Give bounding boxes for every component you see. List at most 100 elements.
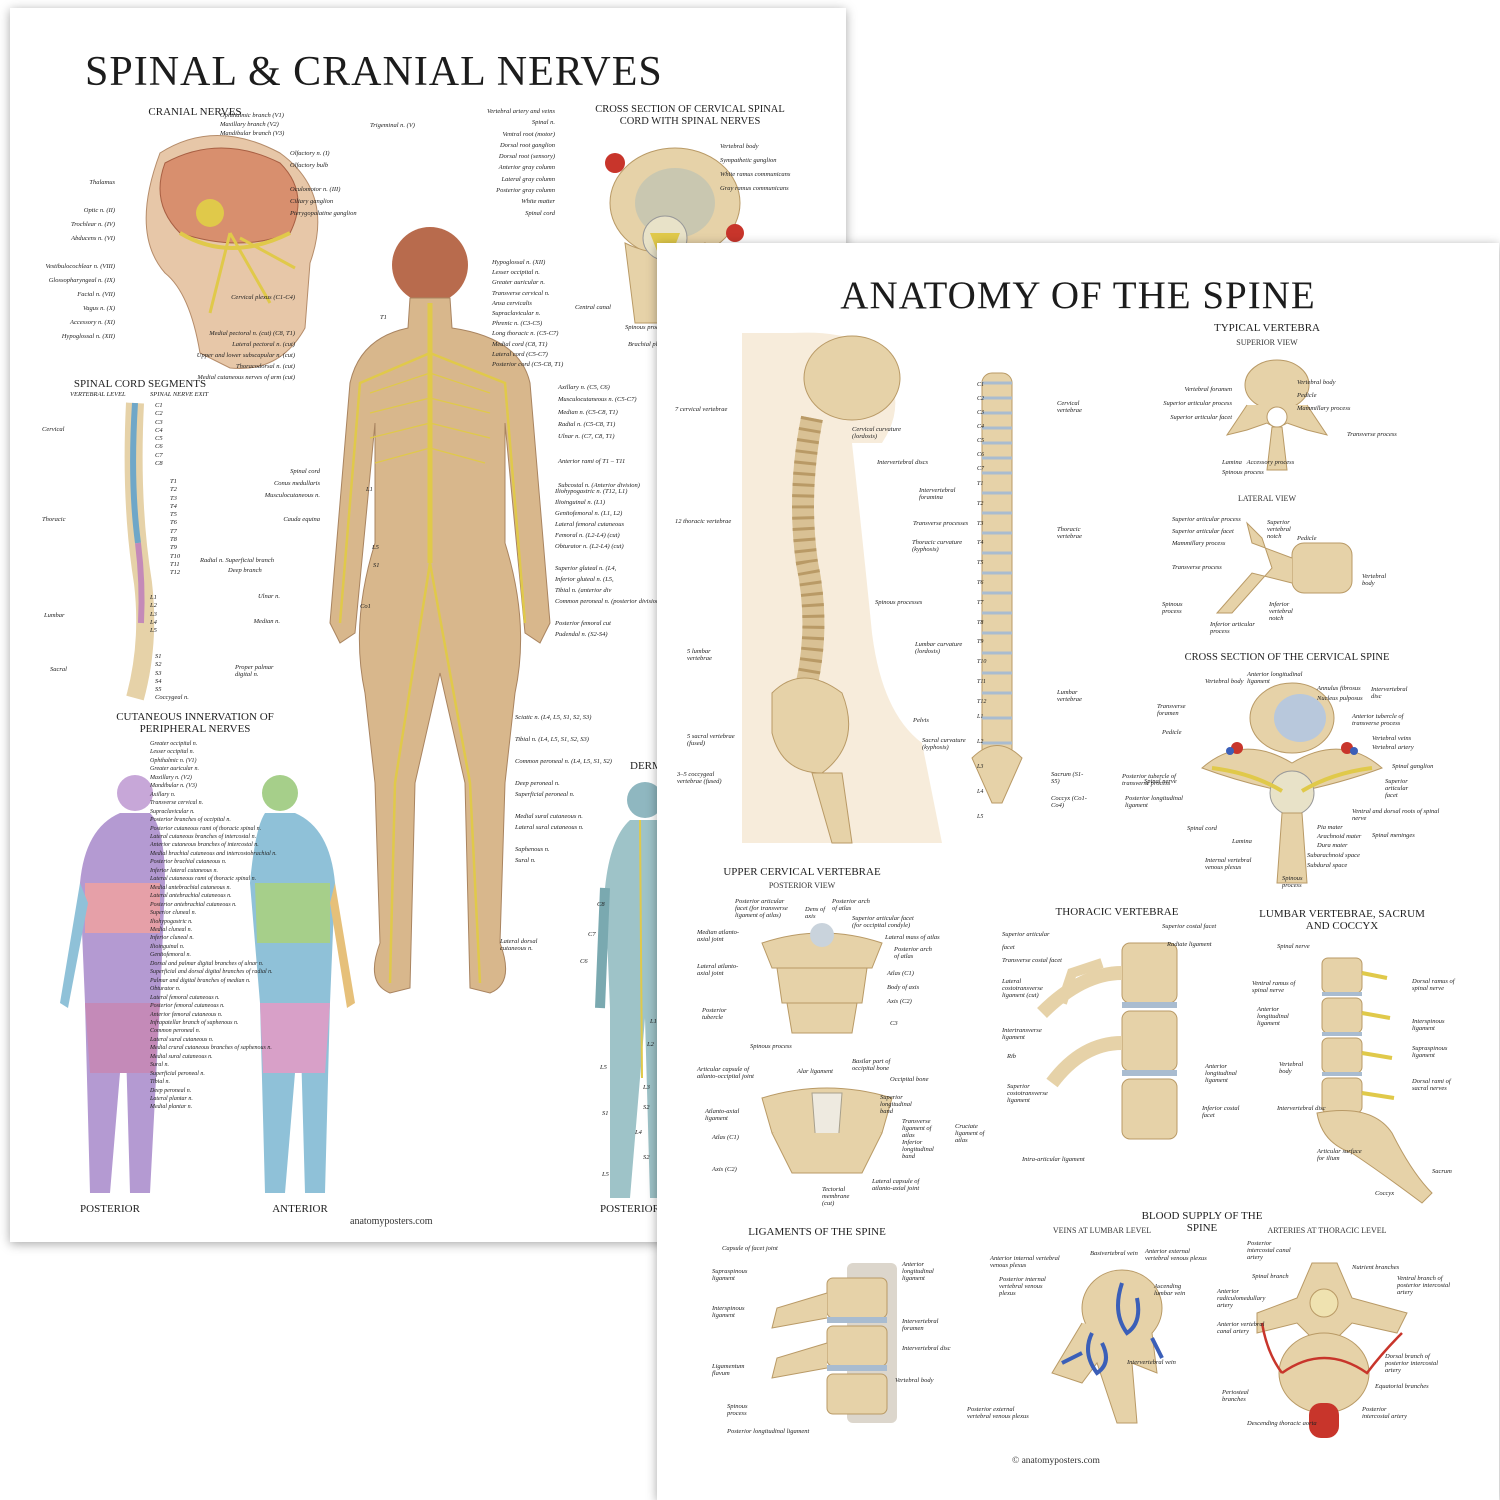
region-cervical: Cervical	[42, 426, 65, 433]
uc-lateral-capsule: Lateral capsule of atlanto-axial joint	[872, 1178, 920, 1192]
label-t1: T1	[380, 314, 387, 321]
region-lumbar: Lumbar	[44, 612, 65, 619]
uc-c3: C3	[890, 1020, 898, 1027]
vein-intervertebral: Intervertebral vein	[1127, 1359, 1176, 1366]
derm-l3: L3	[643, 1084, 650, 1091]
lumbar-coccyx: Coccyx	[1375, 1190, 1395, 1197]
side-spinous-processes: Spinous processes	[875, 599, 923, 606]
vein-basivertebral: Basivertebral vein	[1090, 1250, 1138, 1257]
derm-l5b: L5	[602, 1171, 609, 1178]
label-lateral-dorsal-cutaneous: Lateral dorsal cutaneous n.	[500, 938, 538, 952]
thoracic-radiate: Radiate ligament	[1167, 941, 1212, 948]
lateral-pedicle: Pedicle	[1297, 535, 1317, 542]
ligaments-illustration	[771, 1263, 897, 1423]
derm-c7: C7	[588, 931, 596, 938]
cc-intervertebral-disc: Intervertebral disc	[1371, 686, 1408, 700]
column-lumbar-vertebrae: Lumbar vertebrae	[1057, 689, 1082, 703]
cranial-labels-left: Thalamus Optic n. (II)Trochlear n. (IV)A…	[45, 179, 116, 340]
side-thoracic-curvature: Thoracic curvature (kyphosis)	[912, 539, 963, 553]
uc-dens: Dens of axis	[805, 906, 826, 920]
label-posterior-derm: POSTERIOR	[600, 1203, 660, 1215]
section-cross-section-cervical-spine: CROSS SECTION OF THE CERVICAL SPINE	[1184, 652, 1390, 663]
lig-spinous-process: Spinous process	[727, 1403, 748, 1417]
column-coccyx: Coccyx (Co1-Co4)	[1051, 795, 1087, 809]
uc-superior-band: Superior longitudinal band	[880, 1094, 912, 1115]
body-labels-right-arm: Axillary n. (C5, C6)Musculocutaneous n. …	[558, 384, 640, 490]
lateral-superior-notch: Superior vertebral notch	[1267, 519, 1291, 540]
spine-side-view-illustration	[742, 332, 942, 844]
vein-ascending-lumbar: Ascending lumbar vein	[1154, 1283, 1186, 1297]
thoracic-intertransverse: Intertransverse ligament	[1002, 1027, 1042, 1041]
uc-transverse-lig: Transverse ligament of atlas	[902, 1118, 932, 1139]
derm-l1: L1	[650, 1018, 657, 1025]
cutaneous-body-posterior	[60, 775, 165, 1193]
art-descending-aorta: Descending thoracic aorta	[1247, 1420, 1317, 1427]
label-l1: L1	[366, 486, 373, 493]
lateral-vertebral-body: Vertebral body	[1362, 573, 1387, 587]
uc-inferior-band: Inferior longitudinal band	[902, 1139, 934, 1160]
derm-s1: S1	[602, 1110, 609, 1117]
cc-posterior-longitudinal: Posterior longitudinal ligament	[1125, 795, 1183, 809]
uc-basilar: Basilar part of occipital bone	[852, 1058, 891, 1072]
cutaneous-body-anterior	[250, 775, 355, 1193]
typical-vertebra-lateral	[1215, 521, 1353, 614]
upper-cervical-ligaments-illustration	[761, 1087, 893, 1174]
right-credit: © anatomyposters.com	[1012, 1456, 1100, 1466]
lumbar-ventral-ramus: Ventral ramus of spinal nerve	[1252, 980, 1296, 994]
label-proper-palmar: Proper palmar digital n.	[235, 664, 274, 678]
thoracic-vertebrae-illustration	[1037, 942, 1178, 1140]
label-brachial-plexus: Brachial plexus	[628, 341, 669, 348]
uc-articular-capsule: Articular capsule of atlanto-occipital j…	[697, 1066, 754, 1080]
poster-title-spine: ANATOMY OF THE SPINE	[840, 274, 1316, 317]
lig-posterior-longitudinal: Posterior longitudinal ligament	[727, 1428, 810, 1435]
lumbar-articular-surface: Articular surface for ilium	[1317, 1148, 1362, 1162]
vertebral-level-header: VERTEBRAL LEVEL	[70, 391, 126, 398]
poster-anatomy-of-the-spine: ANATOMY OF THE SPINE 7 cervical vertebra…	[657, 243, 1499, 1500]
cc-spinal-meninges: Spinal meninges	[1372, 832, 1415, 839]
lateral-spinous-process: Spinous process	[1162, 601, 1183, 615]
lumbar-interspinous: Interspinous ligament	[1412, 1018, 1445, 1032]
section-blood-supply: BLOOD SUPPLY OF THE SPINE	[1141, 1210, 1263, 1234]
cc-vertebral-body: Vertebral body	[1205, 678, 1244, 685]
arteries-thoracic-label: ARTERIES AT THORACIC LEVEL	[1267, 1226, 1387, 1235]
arteries-thoracic-illustration	[1256, 1262, 1408, 1438]
section-lumbar-sacrum-coccyx: LUMBAR VERTEBRAE, SACRUM AND COCCYX	[1259, 908, 1425, 932]
thoracic-rib: Rib	[1007, 1053, 1017, 1060]
body-labels-left: Medial pectoral n. (cut) (C8, T1)Lateral…	[196, 330, 295, 381]
lumbar-supraspinous: Supraspinous ligament	[1412, 1045, 1448, 1059]
art-posterior-intercostal-canal: Posterior intercostal canal artery	[1247, 1240, 1291, 1261]
count-lumbar: 5 lumbar vertebrae	[687, 648, 712, 662]
cc-ventral-dorsal-roots: Ventral and dorsal roots of spinal nerve	[1352, 808, 1440, 822]
cc-spinal-cord: Spinal cord	[1187, 825, 1217, 832]
lig-flavum: Ligamentum flavum	[712, 1363, 745, 1377]
side-lumbar-curvature: Lumbar curvature (lordosis)	[915, 641, 963, 655]
body-labels-right: Hypoglossal n. (XII)Lesser occipital n.G…	[492, 259, 564, 369]
uc-lateral-joint: Lateral atlanto-axial joint	[697, 963, 739, 977]
section-cross-section-cervical-cord: CROSS SECTION OF CERVICAL SPINAL CORD WI…	[595, 104, 785, 127]
uc-axis-c2: Axis (C2)	[712, 1166, 737, 1173]
lumbar-sacrum: Sacrum	[1432, 1168, 1452, 1175]
section-cranial-nerves: CRANIAL NERVES	[148, 106, 242, 118]
derm-l4: L4	[635, 1129, 642, 1136]
poster-title: SPINAL & CRANIAL NERVES	[85, 49, 663, 95]
cc-anterior-longitudinal: Anterior longitudinal ligament	[1247, 671, 1303, 685]
side-intervertebral-foramina: Intervertebral foramina	[919, 487, 956, 501]
label-co1: Co1	[360, 603, 371, 610]
label-anterior: ANTERIOR	[272, 1203, 328, 1215]
lumbar-sacrum-illustration	[1316, 957, 1433, 1204]
uc-posterior-facet: Posterior articular facet (for transvers…	[735, 898, 788, 919]
cc-spinous-process: Spinous process	[1282, 875, 1303, 889]
